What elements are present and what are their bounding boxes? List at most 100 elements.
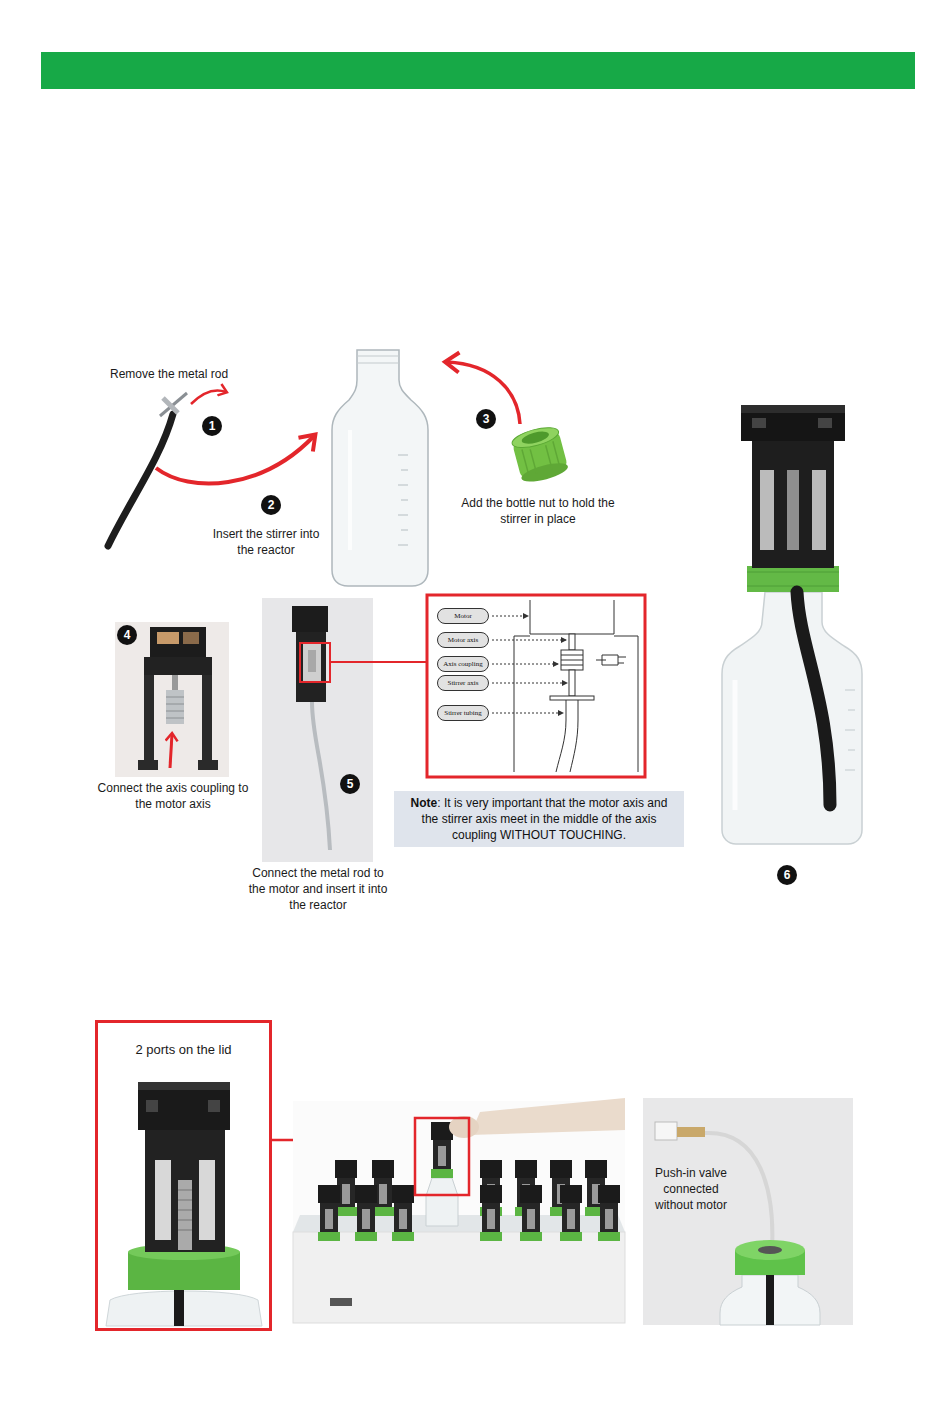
- photo-motor-coupling: [144, 675, 154, 770]
- photo-push-in-valve: [643, 1098, 853, 1325]
- bottle-nut: [510, 424, 561, 452]
- photo-reactor-bath: [415, 1118, 469, 1195]
- photo-assembled-reactor: [747, 572, 839, 586]
- photo-reactor-bath: [330, 1298, 352, 1306]
- photo-motor-coupling: [183, 632, 199, 644]
- photo-reactor-bath: [520, 1185, 542, 1241]
- coupling-schematic: [561, 655, 583, 665]
- photo-push-in-valve: [677, 1127, 705, 1137]
- part-tag: Motor: [437, 608, 489, 624]
- photo-motor-coupling: [202, 675, 212, 770]
- photo-motor-coupling: [138, 760, 158, 770]
- photo-assembled-reactor: [741, 405, 845, 441]
- photo-reactor-bath: [318, 1185, 340, 1241]
- photo-motor-coupling: [115, 622, 229, 777]
- photo-assembled-reactor: [818, 418, 832, 428]
- callout-number: 6: [777, 865, 797, 885]
- leader-line: [492, 683, 567, 684]
- bottle-nut: [521, 429, 551, 446]
- photo-metal-rod: [330, 661, 427, 663]
- photo-motor-coupling: [166, 697, 184, 718]
- photo-reactor-bath: [470, 1098, 625, 1135]
- glass-bottle: [332, 350, 428, 586]
- photo-lid-ports: [106, 1291, 262, 1326]
- photo-lid-ports: [199, 1160, 215, 1240]
- photo-motor-coupling: [170, 734, 172, 768]
- bottle-nut: [520, 459, 570, 485]
- coupling-schematic: [514, 600, 638, 772]
- photo-push-in-valve: [758, 1246, 782, 1254]
- coupling-schematic: [530, 600, 614, 634]
- stirrer-tube: [160, 393, 187, 416]
- node-text: : It is very important that the motor ax…: [422, 796, 668, 842]
- photo-metal-rod: [292, 606, 328, 632]
- photo-assembled-reactor: [752, 440, 834, 568]
- photo-lid-ports: [208, 1100, 220, 1112]
- coupling-schematic: [550, 696, 594, 700]
- photo-metal-rod: [300, 643, 330, 682]
- note-box: Note: It is very important that the moto…: [394, 791, 684, 847]
- photo-lid-ports: [138, 1082, 230, 1130]
- photo-push-in-valve: [766, 1275, 774, 1325]
- coupling-schematic: [569, 670, 575, 696]
- step-caption: Insert the stirrer into the reactor: [210, 526, 322, 558]
- part-tag: Axis coupling: [437, 656, 489, 672]
- photo-reactor-bath: [598, 1185, 620, 1241]
- coupling-schematic: [561, 650, 583, 670]
- photo-assembled-reactor: [760, 470, 774, 550]
- glass-bottle: [357, 363, 399, 364]
- callout-number: 3: [476, 409, 496, 429]
- node-text: Stirrer tubing: [443, 708, 483, 718]
- photo-motor-coupling: [198, 760, 218, 770]
- photo-motor-coupling: [157, 632, 179, 644]
- part-tag: Stirrer tubing: [437, 705, 489, 721]
- callout-number: 5: [340, 774, 360, 794]
- photo-reactor-bath: [431, 1122, 453, 1178]
- photo-push-in-valve: [655, 1122, 677, 1140]
- step-caption: Push-in valve connected without motor: [646, 1165, 736, 1213]
- photo-metal-rod: [308, 650, 316, 672]
- coupling-schematic: [556, 700, 578, 772]
- note-lead: Note: [411, 796, 438, 810]
- glass-bottle: [398, 455, 408, 545]
- photo-metal-rod: [303, 643, 321, 681]
- photo-frame: 2 ports on the lid: [95, 1020, 272, 1331]
- photo-assembled-reactor: [812, 470, 826, 550]
- photo-reactor-bath: [293, 1232, 625, 1323]
- photo-assembled-reactor: [797, 592, 830, 805]
- photo-reactor-bath: [480, 1185, 502, 1241]
- glass-bottle: [348, 430, 352, 550]
- leader-line: [492, 664, 558, 665]
- bottle-nut: [522, 441, 560, 475]
- header-bar: [41, 52, 915, 89]
- leader-line: [492, 713, 563, 714]
- photo-motor-coupling: [150, 627, 206, 657]
- callout-number: 1: [202, 416, 222, 436]
- part-tag: Stirrer axis: [437, 675, 489, 691]
- glass-bottle: [332, 350, 428, 586]
- node-text: Stirrer axis: [443, 678, 483, 688]
- step-caption: Connect the axis coupling to the motor a…: [94, 780, 252, 812]
- step-caption: Connect the metal rod to the motor and i…: [246, 865, 391, 913]
- photo-motor-coupling: [115, 622, 229, 777]
- photo-lid-ports: [106, 1082, 262, 1326]
- photo-assembled-reactor: [741, 405, 845, 413]
- photo-assembled-reactor: [787, 470, 799, 550]
- photo-reactor-bath: [560, 1185, 582, 1241]
- stirrer-tube: [163, 398, 178, 413]
- step-caption: Add the bottle nut to hold the stirrer i…: [458, 495, 618, 527]
- photo-assembled-reactor: [845, 690, 855, 770]
- photo-reactor-bath: [293, 1101, 625, 1323]
- node-text: Motor axis: [443, 635, 483, 645]
- photo-reactor-bath: [392, 1185, 414, 1241]
- photo-assembled-reactor: [752, 418, 766, 428]
- node-text: Axis coupling: [443, 659, 483, 669]
- node-text: Motor: [443, 611, 483, 621]
- coupling-schematic: [514, 636, 638, 772]
- bottle-nut: [510, 424, 570, 486]
- stirrer-tube: [108, 393, 187, 546]
- photo-motor-coupling: [166, 690, 184, 724]
- red-arrow: [191, 391, 226, 405]
- photo-reactor-bath: [355, 1185, 377, 1241]
